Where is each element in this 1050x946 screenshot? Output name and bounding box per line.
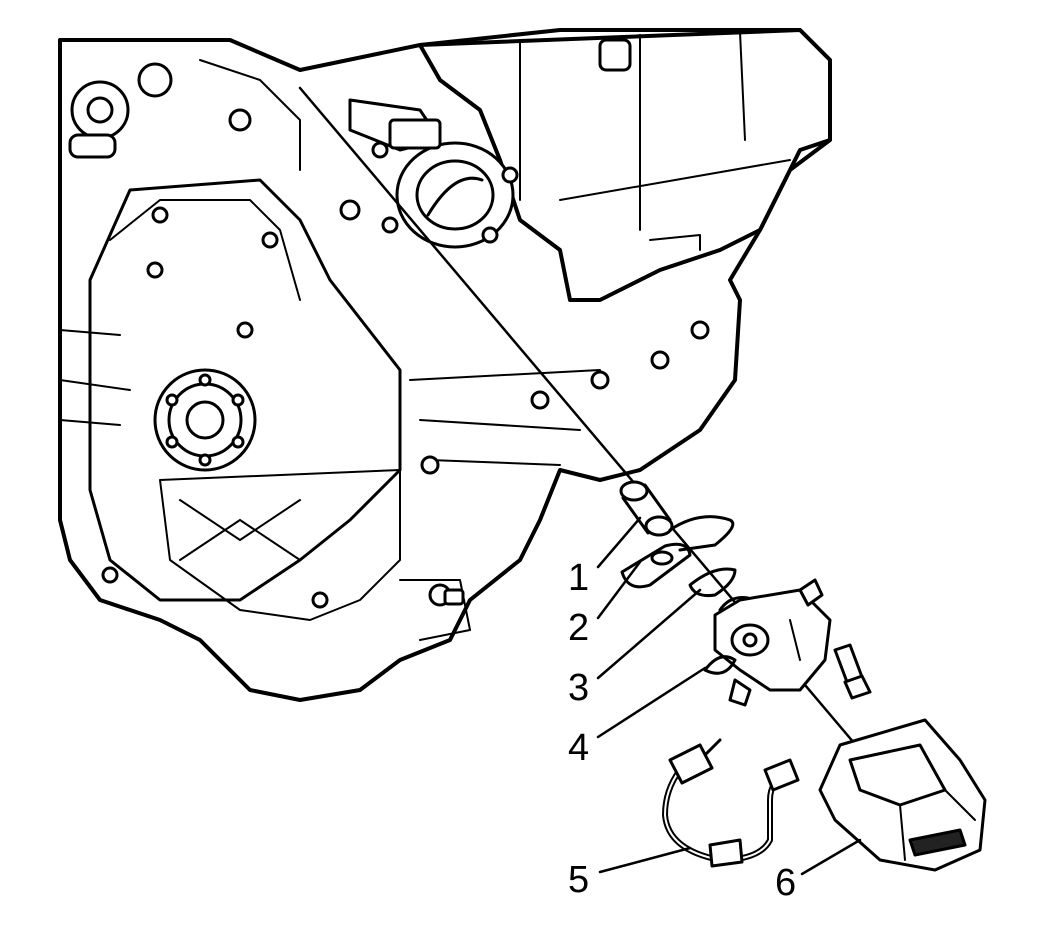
callout-label-6: 6 — [775, 862, 796, 904]
crankshaft-pulley — [153, 368, 257, 472]
part-6-pump-cover — [818, 718, 987, 872]
callout-labels: 1 2 3 4 5 6 — [568, 557, 796, 904]
throttle-body — [348, 98, 519, 249]
part-4-fuel-pump — [703, 578, 832, 707]
callout-label-2: 2 — [568, 607, 589, 649]
part-1-spacer — [619, 480, 674, 537]
callout-label-1: 1 — [568, 557, 589, 599]
engine-block — [58, 28, 832, 702]
pump-bolt — [833, 643, 872, 700]
part-5-fuel-pipe — [662, 738, 800, 868]
part-2-gasket — [620, 515, 735, 589]
callout-label-4: 4 — [568, 727, 589, 769]
part-3-o-ring — [688, 567, 737, 597]
callout-leaders — [596, 516, 862, 876]
callout-label-5: 5 — [568, 859, 589, 901]
callout-label-3: 3 — [568, 667, 589, 709]
